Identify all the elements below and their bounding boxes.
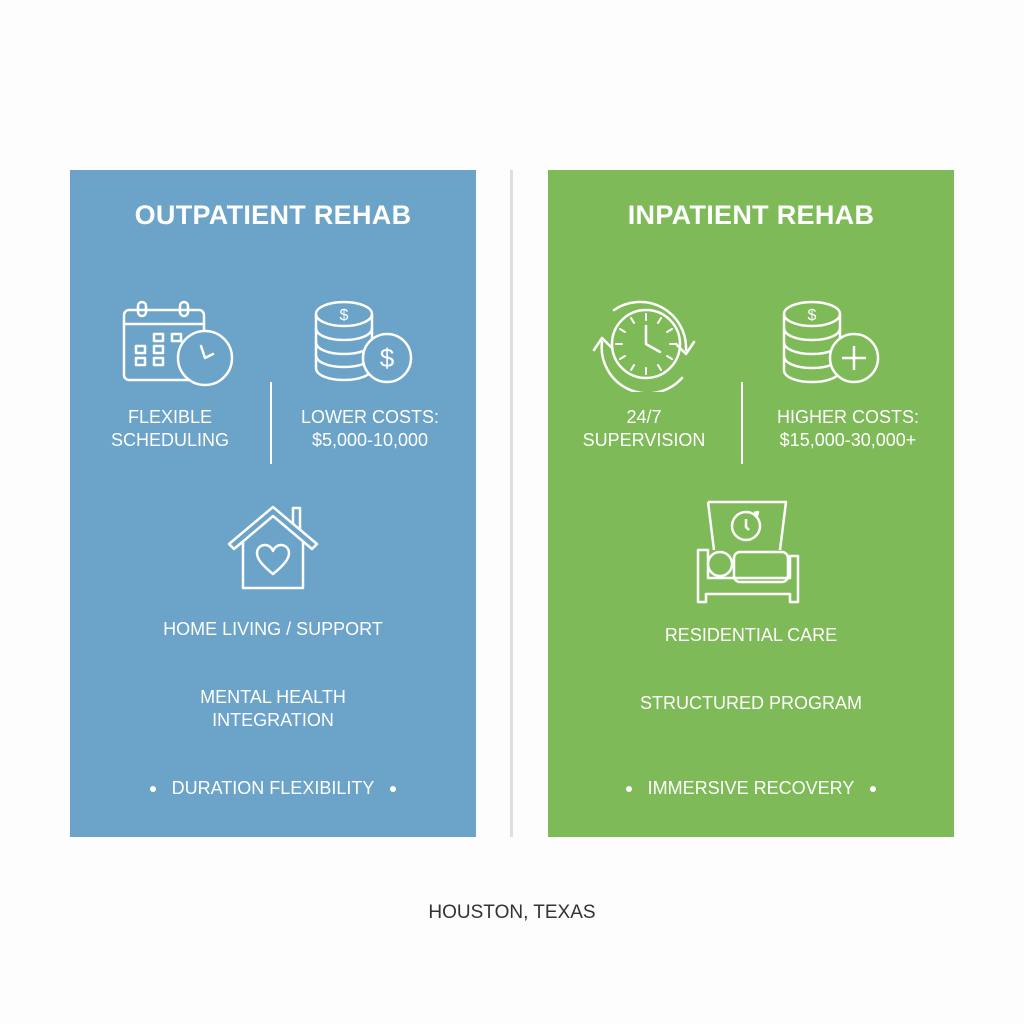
svg-text:$: $ [380,343,395,373]
inpatient-panel: INPATIENT REHAB $ 24/7 SUPERVISION HIGH [548,170,954,837]
feature-flexible-scheduling: FLEXIBLE SCHEDULING [110,407,230,450]
location-footer: HOUSTON, TEXAS [428,902,596,923]
inpatient-title: INPATIENT REHAB [627,200,875,230]
bed-clock-icon [696,500,800,604]
outpatient-panel: OUTPATIENT REHAB $ $ FLEXIBLE SCHEDULING… [70,170,476,837]
duration-flexibility-bullet: DURATION FLEXIBILITY [70,778,476,799]
bullet-dot [870,786,877,793]
feature-24-7-supervision: 24/7 SUPERVISION [582,407,706,450]
feature-lower-costs: LOWER COSTS: $5,000-10,000 [300,407,439,450]
outpatient-title: OUTPATIENT REHAB [134,200,412,230]
bullet-dot [390,786,397,793]
coins-plus-icon: $ [782,300,880,384]
coins-dollar-icon: $ $ [314,300,413,384]
feature-higher-costs: HIGHER COSTS: $15,000-30,000+ [776,407,919,450]
clock-cycle-icon [592,300,696,392]
structured-program-label: STRUCTURED PROGRAM [639,693,862,713]
calendar-clock-icon [122,300,234,387]
mental-health-label: MENTAL HEALTH INTEGRATION [200,687,346,730]
feature-divider [741,382,743,464]
house-heart-icon [227,505,319,590]
bullet-dot [149,786,156,793]
svg-text:$: $ [340,307,349,324]
feature-divider [270,382,272,464]
home-living-label: HOME LIVING / SUPPORT [163,619,383,639]
svg-text:$: $ [808,307,817,324]
center-divider [510,170,513,837]
residential-care-label: RESIDENTIAL CARE [664,625,838,645]
immersive-recovery-bullet: IMMERSIVE RECOVERY [548,778,954,799]
bullet-dot [625,786,632,793]
